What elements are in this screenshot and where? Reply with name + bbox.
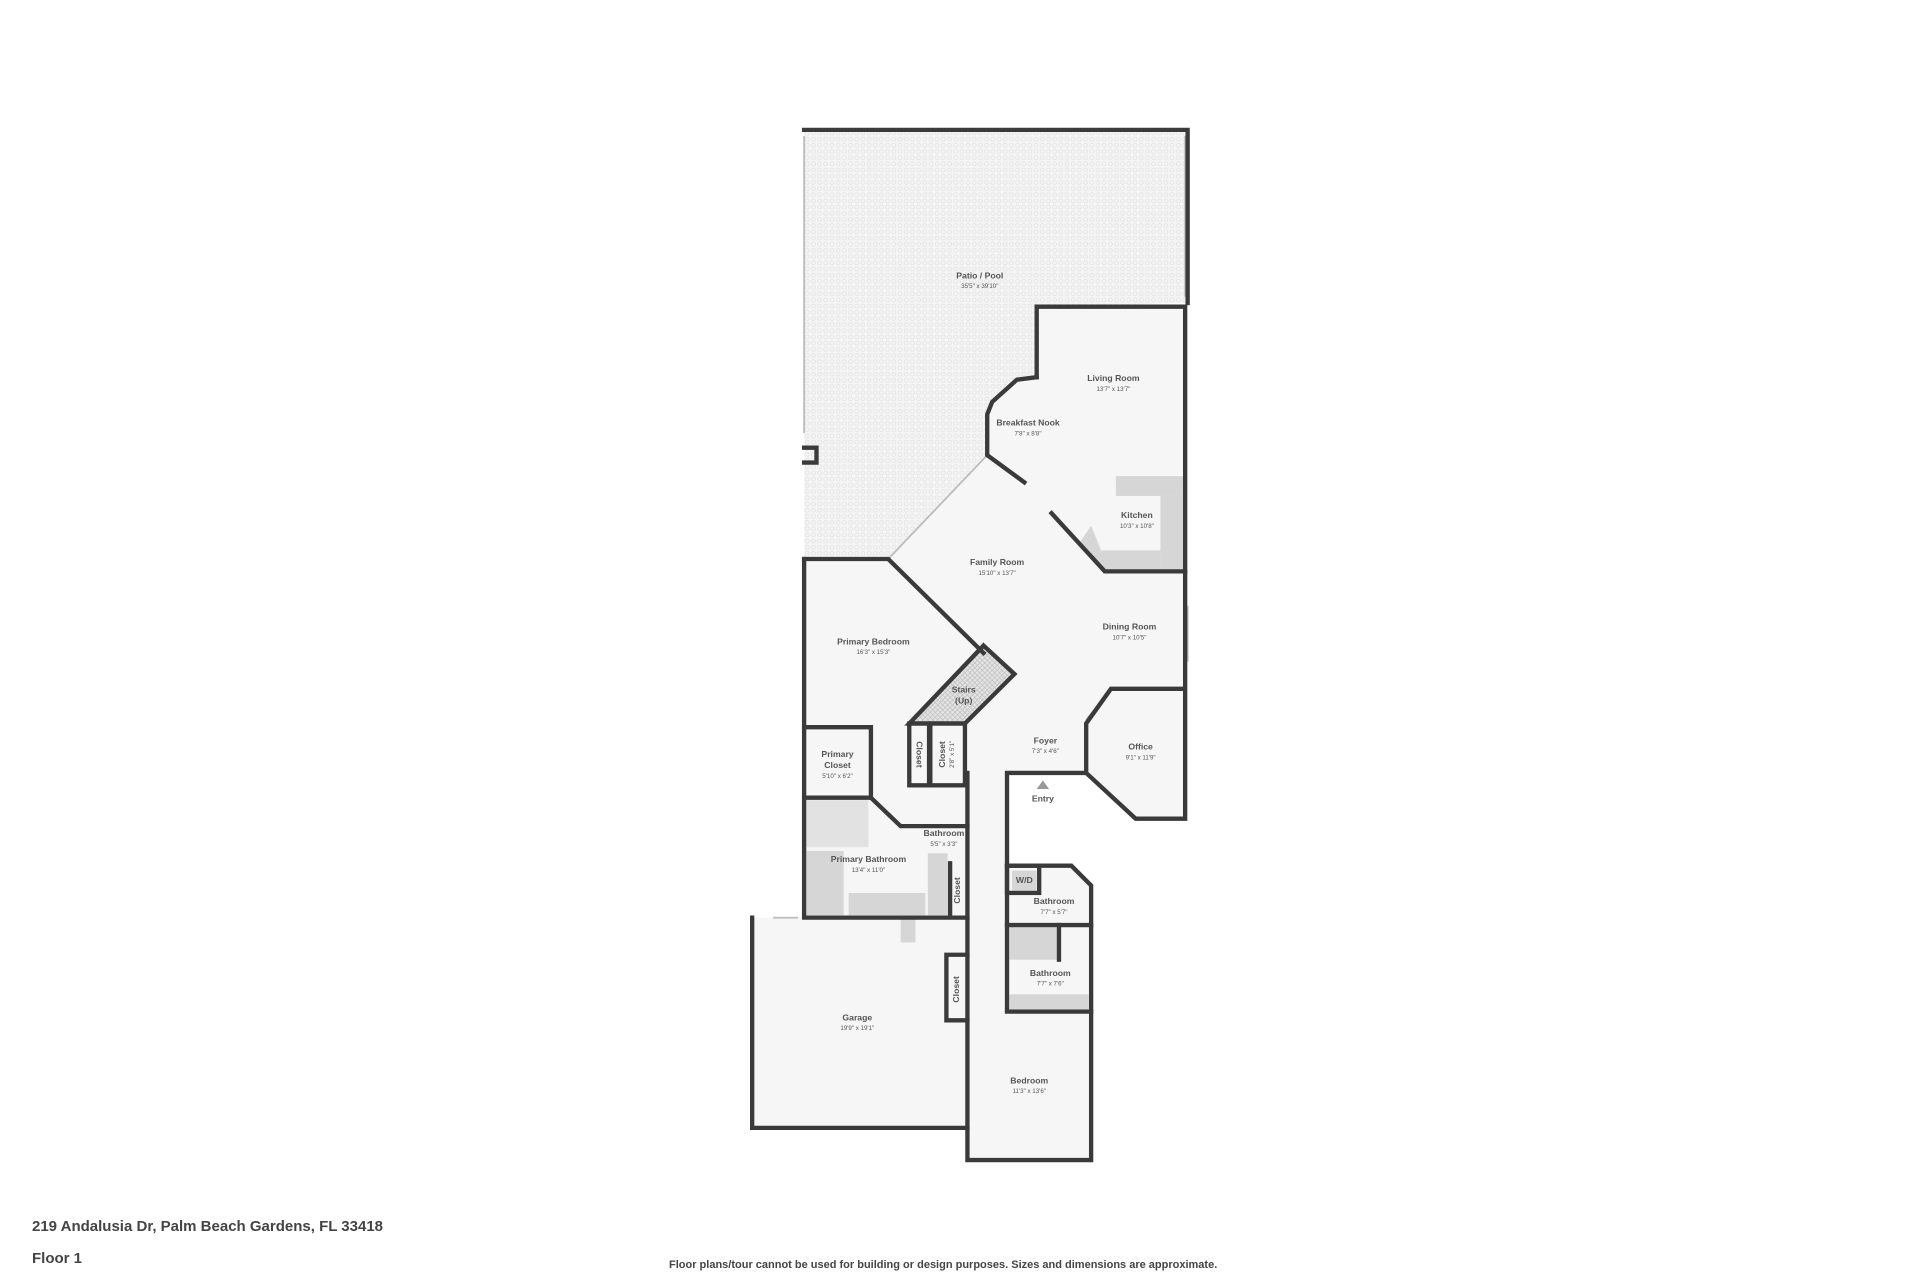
room-name: Closet <box>937 741 947 768</box>
room-name: Primary Bedroom <box>837 636 910 646</box>
room-name: Entry <box>1032 793 1054 803</box>
room-name: Bathroom <box>924 828 965 838</box>
house-interior <box>752 306 1186 1161</box>
room-name: Living Room <box>1087 373 1140 383</box>
room-dim: 10'7" x 10'5" <box>1113 634 1147 641</box>
room-name: Closet <box>824 760 851 770</box>
floor-label: Floor 1 <box>32 1250 83 1267</box>
room-dim: 7'3" x 4'6" <box>1032 748 1059 755</box>
room-name: Breakfast Nook <box>996 417 1060 427</box>
room-dim: 7'8" x 8'8" <box>1015 430 1042 437</box>
patio-area <box>804 129 1188 559</box>
room-name: Primary Bathroom <box>831 854 907 864</box>
room-dim: 5'10" x 6'2" <box>822 773 852 780</box>
room-name: Family Room <box>970 557 1025 567</box>
room-dim: 13'7" x 13'7" <box>1096 386 1130 393</box>
room-dim: 5'5" x 3'3" <box>930 841 957 848</box>
walls <box>750 127 1190 1163</box>
room-name: Primary <box>821 749 853 759</box>
entry-arrow-icon <box>1036 780 1050 790</box>
room-labels: Patio / Pool 35'5" x 39'10" Living Room … <box>821 270 1156 1095</box>
room-dim: 16'3" x 15'3" <box>856 649 890 656</box>
room-name: Bedroom <box>1010 1075 1048 1085</box>
room-name: Patio / Pool <box>956 270 1003 280</box>
fixtures <box>806 476 1186 1012</box>
room-dim: 10'3" x 10'8" <box>1120 523 1154 530</box>
room-name: Closet <box>951 976 961 1003</box>
room-name: (Up) <box>955 696 972 706</box>
entry-area <box>1007 772 1087 866</box>
room-name: W/D <box>1016 875 1033 885</box>
room-dim: 19'9" x 19'1" <box>840 1025 874 1032</box>
room-dim: 11'3" x 13'6" <box>1013 1088 1046 1095</box>
room-dim: 13'4" x 11'0" <box>852 867 885 874</box>
room-name: Kitchen <box>1121 510 1153 520</box>
stairs-area <box>909 645 1015 724</box>
room-dim: 2'8" x 5'1" <box>949 741 956 768</box>
room-name: Garage <box>842 1012 872 1022</box>
room-name: Dining Room <box>1103 621 1157 631</box>
room-dim: 15'10" x 13'7" <box>978 570 1015 577</box>
room-name: Bathroom <box>1030 968 1071 978</box>
disclaimer: Floor plans/tour cannot be used for buil… <box>669 1259 1218 1271</box>
room-dim: 35'5" x 39'10" <box>961 283 998 290</box>
room-name: Foyer <box>1034 735 1058 745</box>
room-name: Closet <box>952 877 962 904</box>
room-dim: 9'1" x 11'9" <box>1126 754 1156 761</box>
room-dim: 7'7" x 5'7" <box>1041 909 1068 916</box>
room-dim: 7'7" x 7'6" <box>1037 981 1064 988</box>
room-name: Closet <box>915 741 925 768</box>
room-name: Office <box>1128 741 1153 751</box>
property-address: 219 Andalusia Dr, Palm Beach Gardens, FL… <box>32 1218 383 1235</box>
room-name: Stairs <box>952 685 976 695</box>
room-name: Bathroom <box>1034 896 1075 906</box>
